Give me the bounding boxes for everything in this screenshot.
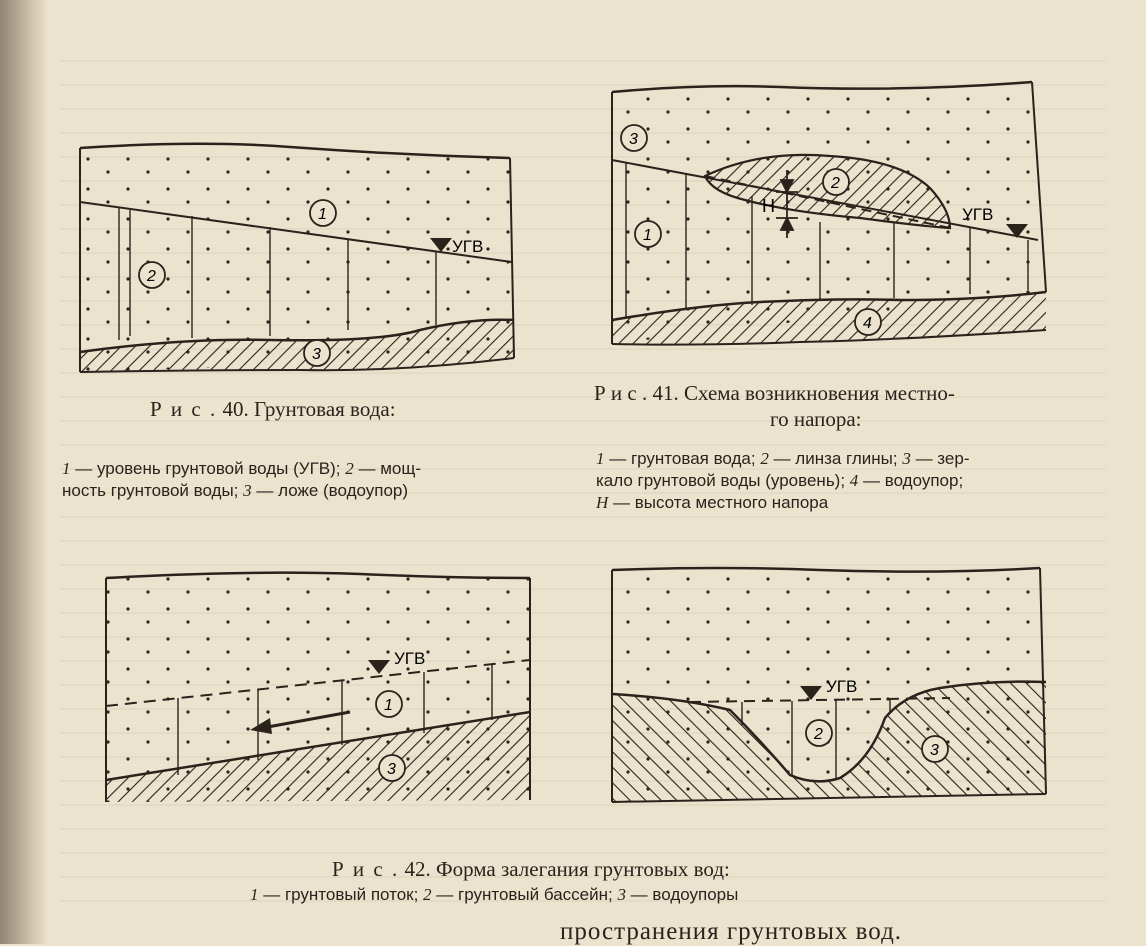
fig42-left-water-table-line — [105, 659, 531, 707]
fig40-label-1: 1 — [309, 199, 337, 227]
fig40-water-level-marker-icon — [430, 238, 452, 252]
fig41-aquiclude-bed — [611, 290, 1047, 346]
fig40-label-2: 2 — [138, 261, 166, 289]
svg-text:3: 3 — [312, 346, 321, 363]
fig41-head-dimension — [776, 170, 798, 238]
svg-text:1: 1 — [384, 697, 393, 714]
svg-text:2: 2 — [146, 268, 156, 285]
fig41-caption: Р и с . 41. Схема возникновения местно- — [594, 381, 955, 405]
fig40-legend: 1 — уровень грунтовой воды (УГВ); 2 — мо… — [62, 459, 421, 500]
fig42-right-label-3: 3 — [921, 735, 949, 763]
fig40-label-3: 3 — [303, 339, 331, 367]
fig41-marker-label: УГВ — [962, 205, 993, 224]
svg-text:3: 3 — [629, 131, 638, 148]
svg-text:4: 4 — [863, 315, 872, 332]
fig42-left-marker-label: УГВ — [394, 649, 425, 668]
page-edge-shadow — [0, 0, 48, 944]
fig41-water-level-marker-icon — [1006, 224, 1028, 238]
fig41-water-table-through-lens — [704, 175, 951, 229]
fig40-caption: Р и с . 40. Грунтовая вода: — [150, 397, 396, 421]
fig40-water-table-line — [79, 201, 513, 263]
fig40-soil-block — [79, 142, 515, 372]
fig41-caption-line2: го напора: — [770, 407, 862, 431]
svg-text:2: 2 — [830, 175, 840, 192]
fig42-right-water-level-marker-icon — [800, 686, 822, 700]
svg-text:1: 1 — [318, 206, 327, 223]
fig42-legend: 1 — грунтовый поток; 2 — грунтовый бассе… — [250, 885, 739, 904]
fig41-water-zone-dividers — [625, 162, 1029, 318]
fig40-marker-label: УГВ — [452, 237, 483, 256]
fig42-left-label-3: 3 — [378, 754, 406, 782]
fig41-label-4: 4 — [854, 308, 882, 336]
fig41-label-3: 3 — [620, 124, 648, 152]
fig41-legend: 1 — грунтовая вода; 2 — линза глины; 3 —… — [596, 449, 970, 512]
fig41-label-2: 2 — [822, 168, 850, 196]
body-text-fragment: пространения грунтовых вод. — [560, 918, 903, 945]
fig40-aquiclude-bed — [79, 318, 515, 373]
svg-text:1: 1 — [643, 227, 652, 244]
svg-text:3: 3 — [930, 742, 939, 759]
svg-text:2: 2 — [813, 726, 823, 743]
svg-text:3: 3 — [387, 761, 396, 778]
fig42-right-aquiclude — [611, 680, 1047, 803]
fig42-right-label-2: 2 — [805, 719, 833, 747]
fig41-h-label: H — [762, 196, 775, 216]
fig42-left-label-1: 1 — [375, 690, 403, 718]
fig42-right-marker-label: УГВ — [826, 677, 857, 696]
fig41-label-1: 1 — [634, 220, 662, 248]
fig42-right-basin-dividers — [741, 699, 891, 778]
fig42-left-water-level-marker-icon — [368, 660, 390, 674]
fig40-water-zone-dividers — [118, 208, 437, 340]
fig42-right-water-table-line — [689, 697, 951, 703]
fig42-caption: Р и с . 42. Форма залегания грунтовых во… — [332, 857, 730, 881]
fig42-flow-direction-arrow-icon — [250, 710, 351, 734]
fig42-left-aquiclude — [105, 710, 531, 802]
